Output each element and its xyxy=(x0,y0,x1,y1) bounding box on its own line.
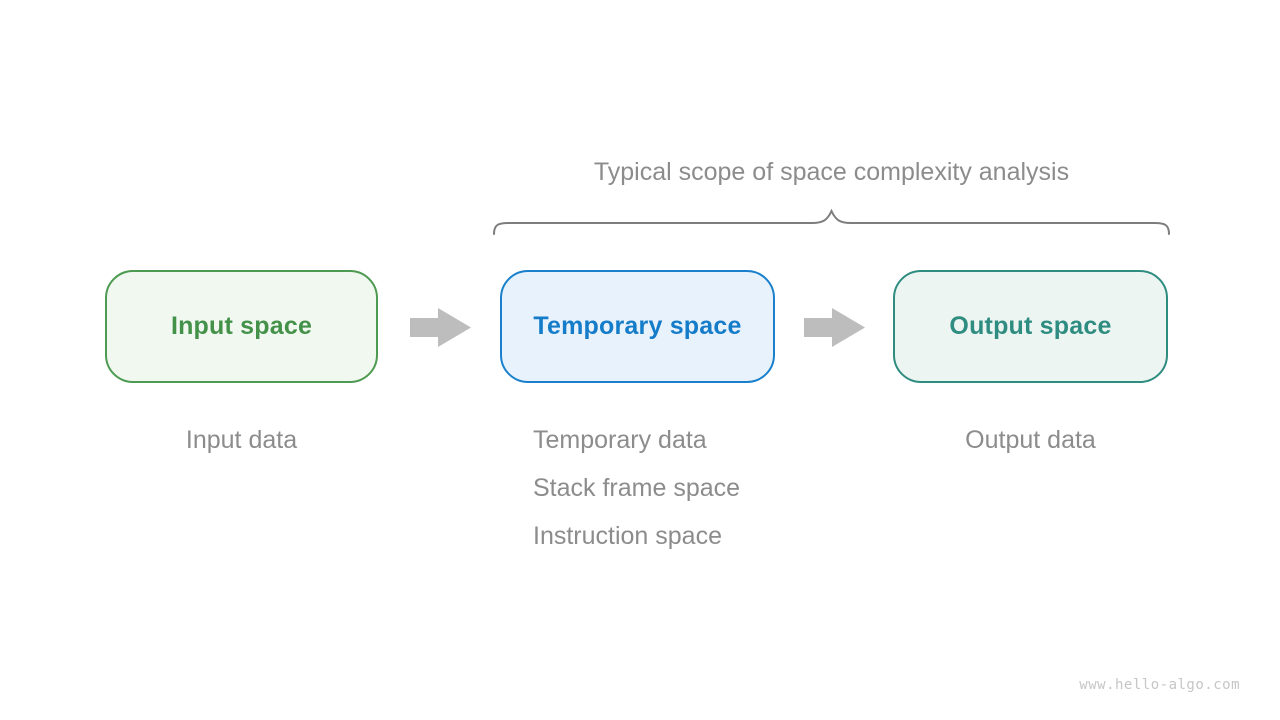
input-space-label: Input space xyxy=(170,312,313,340)
watermark: www.hello-algo.com xyxy=(1079,677,1240,693)
stack-frame-space-note: Stack frame space xyxy=(533,474,741,502)
input-data-note: Input data xyxy=(185,426,298,454)
temporary-notes-list: Temporary data Stack frame space Instruc… xyxy=(533,416,740,560)
arrow-right-icon xyxy=(804,308,865,347)
scope-title: Typical scope of space complexity analys… xyxy=(593,158,1070,186)
output-space-box: Output space xyxy=(893,270,1168,383)
temporary-space-label: Temporary space xyxy=(533,312,742,340)
temporary-space-box: Temporary space xyxy=(500,270,775,383)
input-space-box: Input space xyxy=(105,270,378,383)
arrow-input-to-temporary xyxy=(410,307,472,348)
temporary-data-note: Temporary data xyxy=(533,426,707,454)
arrow-temporary-to-output xyxy=(804,307,866,348)
instruction-space-note: Instruction space xyxy=(533,522,722,550)
output-data-note: Output data xyxy=(965,426,1096,454)
curly-brace-icon xyxy=(493,208,1170,235)
arrow-right-icon xyxy=(410,308,471,347)
output-space-label: Output space xyxy=(949,312,1112,340)
scope-brace xyxy=(493,207,1170,237)
